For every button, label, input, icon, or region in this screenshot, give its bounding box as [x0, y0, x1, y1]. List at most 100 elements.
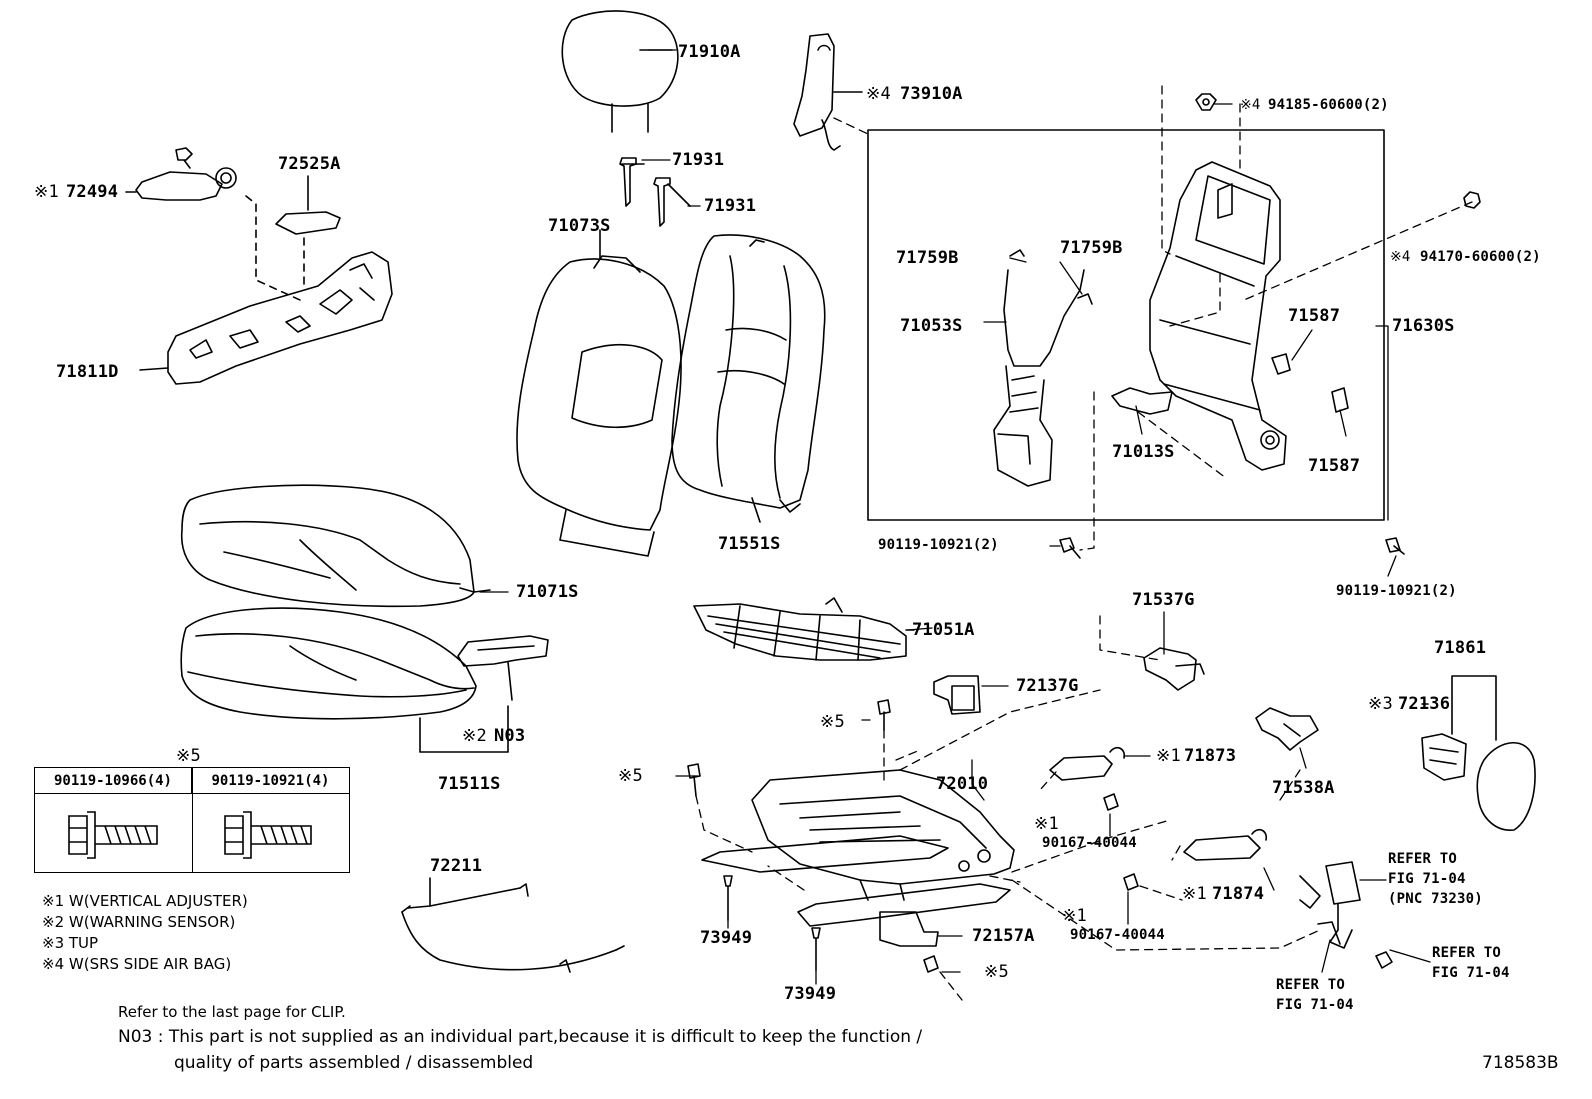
part-label-71051A: 71051A [912, 620, 975, 640]
part-label-71630S: 71630S [1392, 316, 1455, 336]
part-label-71013S: 71013S [1112, 442, 1175, 462]
warning-sensor-drawing [457, 635, 549, 701]
part-label-73949-lower: 73949 [784, 984, 837, 1004]
side-airbag-drawing [793, 33, 863, 151]
part-label-71053S: 71053S [900, 316, 963, 336]
mark-2-sensor: ※2 [462, 726, 487, 746]
clip-73949-drawing [723, 875, 821, 971]
seatback-pad-drawing [516, 229, 682, 557]
seat-cushion-cover-drawing [180, 484, 491, 608]
part-label-71551S: 71551S [718, 534, 781, 554]
legend-3: ※3 TUP [42, 934, 99, 952]
seat-adjuster-drawing [701, 769, 1015, 927]
part-label-71071S: 71071S [516, 582, 579, 602]
seatback-cover-drawing [671, 234, 826, 523]
refer-to-label-1: REFER TO [1388, 851, 1458, 867]
bolt-10921-drawing [224, 811, 312, 859]
bracket-72157A-drawing [879, 911, 939, 947]
mark-1-link-upper: ※1 [1156, 746, 1181, 766]
part-label-71587-upper: 71587 [1288, 306, 1341, 326]
bracket-72137G-drawing [933, 675, 981, 715]
part-label-71931-upper: 71931 [672, 150, 725, 170]
refer-to-fig-1: FIG 71-04 [1388, 871, 1466, 887]
part-label-90167-40044-upper: 90167-40044 [1042, 835, 1137, 851]
bolt-10966-drawing [68, 811, 158, 859]
part-label-72010: 72010 [936, 774, 989, 794]
part-label-94170-60600: 94170-60600(2) [1420, 249, 1541, 265]
mark-1-link-lower: ※1 [1182, 884, 1207, 904]
mark-4-airbag: ※4 [866, 84, 891, 104]
wire-harness-drawing [401, 877, 625, 973]
part-label-71811D: 71811D [56, 362, 119, 382]
mark-5-bolt-upper: ※5 [820, 712, 845, 732]
fasteners-drawing [687, 93, 1481, 973]
mark-5-bolt-lower: ※5 [984, 962, 1009, 982]
seatback-frame-drawing [1149, 161, 1287, 471]
part-label-71073S: 71073S [548, 216, 611, 236]
part-label-73949-left: 73949 [700, 928, 753, 948]
mark-1-knob: ※1 [34, 182, 59, 202]
part-label-71759B-right: 71759B [1060, 238, 1123, 258]
part-label-90119-10921-right: 90119-10921(2) [1336, 583, 1457, 599]
refer-to-fig-3: FIG 71-04 [1276, 997, 1354, 1013]
part-label-71511S: 71511S [438, 774, 501, 794]
mark-1-bolt-lower: ※1 [1062, 906, 1087, 926]
bolt-table-col2: 90119-10921(4) [192, 768, 349, 794]
part-label-71759B-left: 71759B [896, 248, 959, 268]
part-label-72525A: 72525A [278, 154, 341, 174]
adjuster-link-drawing [1049, 746, 1268, 861]
adjuster-knob-drawing [125, 147, 237, 201]
seat-track-cover-drawing [1421, 733, 1536, 831]
part-label-72494: 72494 [66, 182, 119, 202]
bolt-table-col1: 90119-10966(4) [35, 768, 192, 794]
footnote-clip: Refer to the last page for CLIP. [118, 1003, 346, 1021]
part-label-72157A: 72157A [972, 926, 1035, 946]
figure-id: 718583B [1482, 1053, 1559, 1073]
legend-2: ※2 W(WARNING SENSOR) [42, 913, 236, 931]
bracket-71013S-drawing [1111, 387, 1173, 415]
part-label-90119-10921-left: 90119-10921(2) [878, 537, 999, 553]
seat-spring-drawing [693, 597, 915, 661]
part-label-71861: 71861 [1434, 638, 1487, 658]
clip-71587-drawing [1271, 353, 1349, 413]
part-label-73910A: 73910A [900, 84, 963, 104]
refer-to-label-2: REFER TO [1432, 945, 1502, 961]
bracket-71538A-drawing [1255, 707, 1319, 751]
part-label-72211: 72211 [430, 856, 483, 876]
part-label-71873: 71873 [1184, 746, 1237, 766]
footnote-n03-line2: quality of parts assembled / disassemble… [174, 1053, 534, 1073]
mark-4-nut-right: ※4 [1390, 249, 1411, 265]
legend-4: ※4 W(SRS SIDE AIR BAG) [42, 955, 232, 973]
refer-to-label-3: REFER TO [1276, 977, 1346, 993]
frame-assembly-box [867, 129, 1385, 521]
refer-to-fig-2: FIG 71-04 [1432, 965, 1510, 981]
part-label-72137G: 72137G [1016, 676, 1079, 696]
bracket-71537G-drawing [1143, 647, 1205, 691]
bolt-table: 90119-10966(4) 90119-10921(4) [34, 767, 350, 873]
part-label-N03: N03 [494, 726, 526, 746]
seatbelt-buckle-drawing [1299, 861, 1361, 949]
knob-cover-drawing [275, 175, 341, 235]
part-label-71910A: 71910A [678, 42, 741, 62]
headrest-guide-drawing [619, 157, 691, 227]
refer-to-pnc-1: (PNC 73230) [1388, 891, 1483, 907]
mark-1-bolt-upper: ※1 [1034, 814, 1059, 834]
bolt-table-mark: ※5 [176, 746, 201, 766]
part-label-71931-lower: 71931 [704, 196, 757, 216]
legend-1: ※1 W(VERTICAL ADJUSTER) [42, 892, 248, 910]
part-label-71537G: 71537G [1132, 590, 1195, 610]
seat-side-trim-drawing [139, 251, 393, 385]
part-label-71874: 71874 [1212, 884, 1265, 904]
lumbar-wire-drawing [993, 249, 1093, 487]
mark-4-nut: ※4 [1240, 97, 1261, 113]
headrest-drawing [561, 10, 679, 133]
part-label-71587-lower: 71587 [1308, 456, 1361, 476]
part-label-94185-60600: 94185-60600(2) [1268, 97, 1389, 113]
footnote-n03-line1: N03 : This part is not supplied as an in… [118, 1027, 923, 1047]
mark-3-tup: ※3 [1368, 694, 1393, 714]
part-label-71538A: 71538A [1272, 778, 1335, 798]
mark-5-bolt-left: ※5 [618, 766, 643, 786]
seat-cushion-pad-drawing [180, 607, 509, 753]
part-label-72136: 72136 [1398, 694, 1451, 714]
